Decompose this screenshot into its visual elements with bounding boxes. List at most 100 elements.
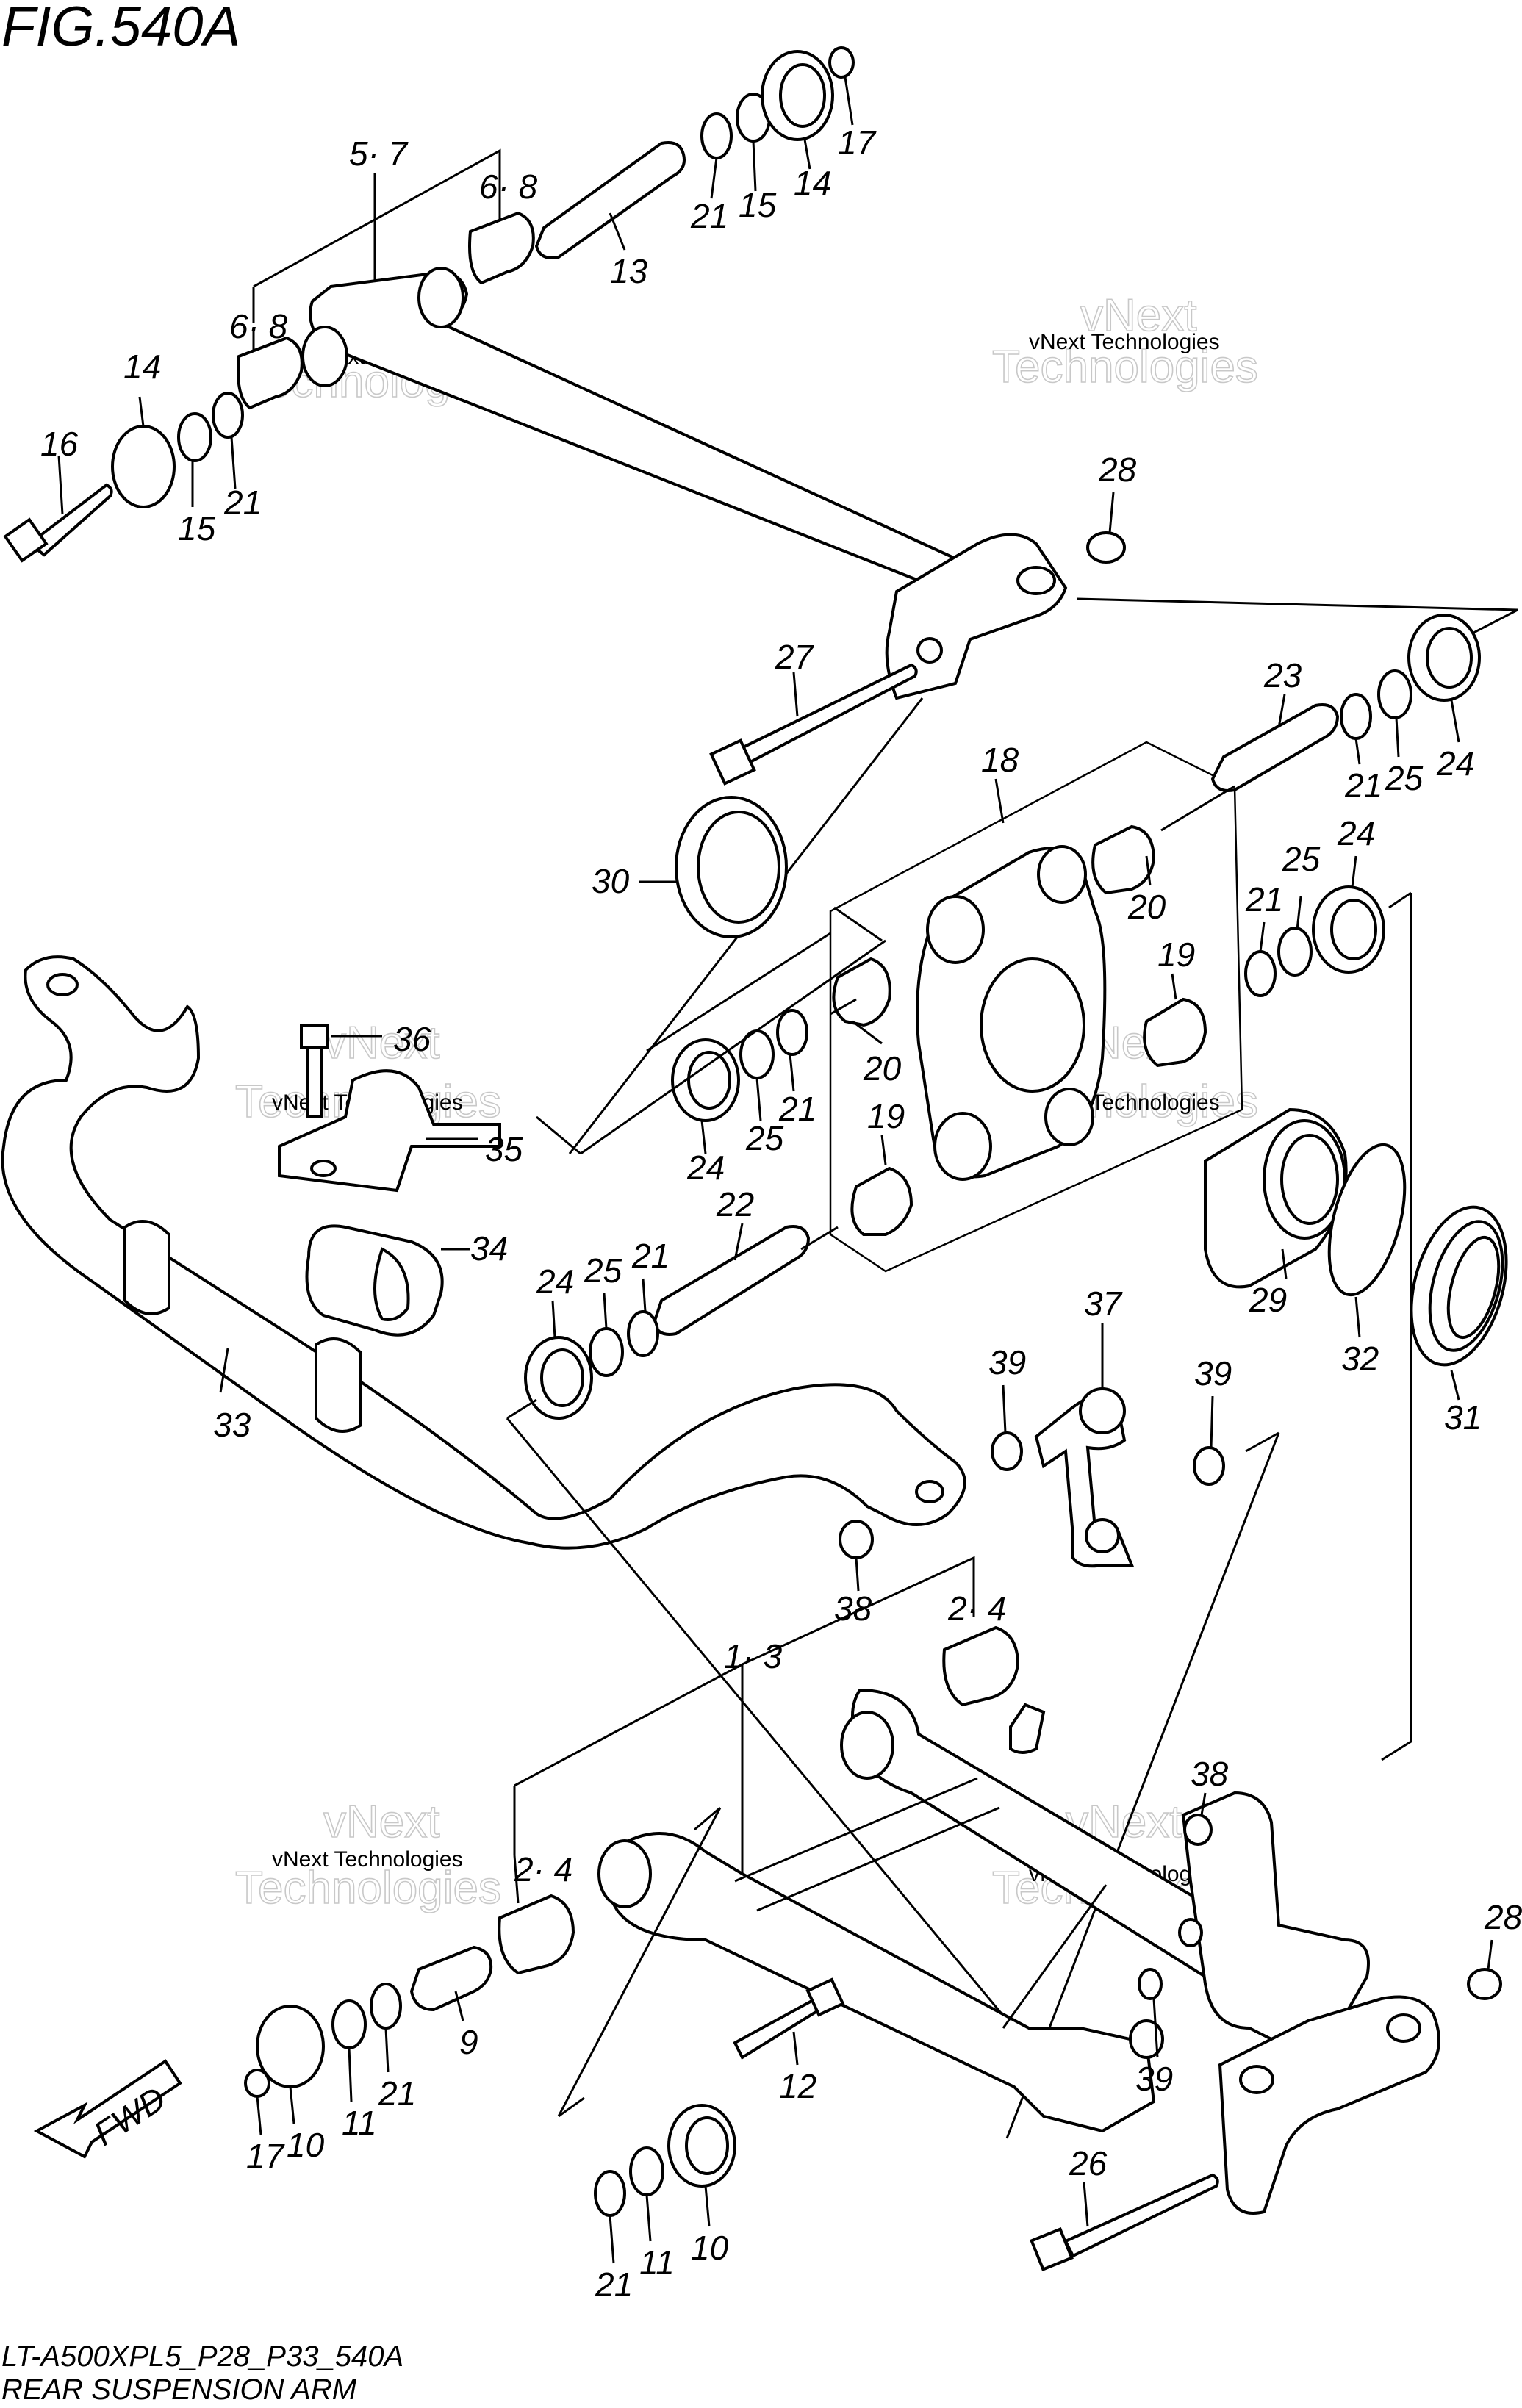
label-39-arm: 39: [1135, 2060, 1173, 2098]
leader-line: [830, 998, 857, 1016]
label-5-7: 5· 7: [349, 134, 409, 173]
label-25-left: 25: [745, 1119, 784, 1157]
label-25-lower: 25: [584, 1251, 622, 1290]
knuckle-boss: [1044, 1088, 1094, 1146]
assembly-line: [558, 2096, 585, 2118]
snap-ring-21-lower: [627, 1310, 659, 1357]
leader-line: [994, 778, 1005, 824]
label-32: 32: [1341, 1340, 1379, 1378]
assembly-line: [1245, 1431, 1279, 1453]
label-16: 16: [40, 425, 79, 463]
label-11-bottom: 11: [639, 2243, 675, 2282]
label-25-right: 25: [1385, 759, 1424, 797]
nut-28-right: [1467, 1968, 1502, 2000]
leader-line: [733, 1223, 744, 1261]
label-6-8-top: 6· 8: [479, 168, 538, 206]
bushing-2-4-left: [498, 1894, 575, 1975]
arm-end-plate: [1218, 1995, 1440, 2215]
knuckle-bore: [980, 957, 1085, 1093]
leader-line: [755, 1077, 762, 1121]
label-21-mid: 21: [1245, 880, 1283, 919]
label-37: 37: [1084, 1284, 1123, 1323]
figure-title: FIG.540A: [1, 0, 240, 58]
pipe-13: [534, 141, 686, 259]
label-21-bottom: 21: [595, 2265, 633, 2304]
clamp-hole: [310, 1160, 337, 1177]
assembly-line: [536, 1115, 581, 1155]
leader-line: [1171, 973, 1177, 1000]
bracket-line: [742, 1556, 975, 1666]
leader-line: [551, 1300, 556, 1338]
leader-line: [789, 1054, 795, 1092]
label-38-arm: 38: [1191, 1755, 1229, 1793]
bar-eye: [46, 973, 79, 996]
watermark-outline: vNext: [323, 1018, 439, 1068]
label-21-lower: 21: [631, 1237, 670, 1275]
assembly-line: [800, 1226, 839, 1251]
tube-end: [301, 326, 348, 387]
arm-gusset: [1181, 1791, 1370, 2052]
assembly-line: [1002, 1884, 1108, 2029]
label-21: 21: [690, 197, 728, 235]
washer-25: [1277, 927, 1313, 977]
bushing-2-4-top: [942, 1625, 1020, 1707]
label-35: 35: [485, 1130, 523, 1168]
cap-24-left-inner: [687, 1051, 731, 1110]
assembly-line: [646, 932, 831, 1052]
bolt-36: [306, 1046, 323, 1118]
label-9: 9: [459, 2023, 478, 2061]
label-33: 33: [213, 1406, 251, 1444]
label-19-right: 19: [1157, 935, 1195, 974]
arm-crossbar: [734, 1777, 978, 1883]
washer-25: [1377, 669, 1412, 719]
leader-line: [1152, 1998, 1159, 2058]
leader-line: [1354, 738, 1361, 765]
fwd-arrow: FWD: [33, 2059, 182, 2159]
leader-line: [752, 140, 757, 192]
shaft-tube: [309, 270, 959, 583]
leader-line: [704, 2185, 711, 2227]
label-39-right: 39: [1194, 1354, 1232, 1392]
leader-line: [1200, 1792, 1207, 1816]
leader-line: [852, 1020, 883, 1045]
figure-code: LT-A500XPL5_P28_P33_540A: [1, 2340, 403, 2373]
bar-band: [123, 1220, 170, 1315]
link-ball: [1085, 1518, 1120, 1553]
lower-arm: [244, 1556, 1502, 2271]
label-29: 29: [1249, 1281, 1287, 1319]
watermark-text: vNext Technologies: [1029, 330, 1220, 354]
label-31: 31: [1444, 1398, 1482, 1437]
cap-10-b-inner: [685, 2116, 729, 2175]
label-34: 34: [470, 1229, 508, 1268]
label-28: 28: [1098, 450, 1137, 489]
pipe-9: [409, 1945, 493, 2012]
bar-eye: [915, 1480, 944, 1503]
bushing-34-slot: [373, 1247, 410, 1321]
leader-line: [609, 2215, 615, 2264]
bushing-20-left: [832, 957, 891, 1027]
assembly-frame: [829, 741, 1243, 1273]
leader-line: [792, 2031, 799, 2066]
bolt-26-head: [1030, 2227, 1074, 2271]
frame-bracket: [568, 492, 1518, 1154]
label-21-right: 21: [1344, 766, 1382, 805]
label-11: 11: [342, 2104, 377, 2142]
washer-39: [1193, 1446, 1225, 1486]
assembly-line: [694, 1806, 721, 1831]
snap-ring-21: [1244, 950, 1277, 997]
bolt-36-head: [300, 1024, 329, 1049]
leader-line: [1002, 1384, 1007, 1434]
tube-end: [417, 267, 464, 328]
leader-line: [1076, 597, 1518, 611]
watermark-outline: vNext: [1080, 290, 1196, 341]
link-ball: [1079, 1387, 1126, 1434]
bracket-hole: [1016, 566, 1056, 595]
leader-line: [1450, 1370, 1460, 1401]
label-20-right: 20: [1127, 888, 1166, 926]
cap-24-lower-inner: [540, 1348, 584, 1407]
label-21-left: 21: [223, 484, 262, 522]
leader-line: [803, 139, 811, 170]
label-14-left: 14: [123, 348, 161, 386]
washer-11-b: [629, 2146, 664, 2196]
